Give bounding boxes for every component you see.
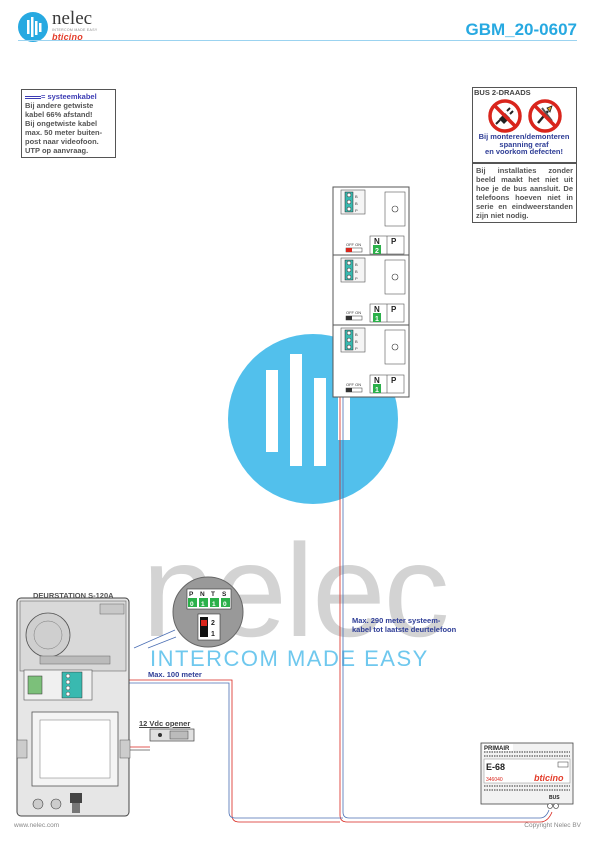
power-supply-model: E-68 [486,762,505,772]
brand-tagline: INTERCOM MADE EASY [52,28,98,32]
footer-copyright: Copyright Nelec BV [524,822,581,829]
phone-terminal-label: B [355,339,358,344]
bus-warning-text: Bij monteren/demonteren spanning eraf en… [478,132,570,156]
phone-switch-label: OFF ON [346,382,361,387]
power-supply-bus-label: BUS [549,795,560,801]
opener-label: 12 Vdc opener [139,719,191,728]
config-value: 0 [223,601,227,608]
header-divider [18,40,577,41]
power-supply-primary-label: PRIMAIR [484,746,510,752]
config-switch-value: 2 [211,620,215,627]
phone-terminal-label: B [355,201,358,206]
phone-p-label: P [391,305,397,314]
phone-p-label: P [391,376,397,385]
config-header: S [222,591,227,598]
phone-terminal-label: B [355,269,358,274]
phone-terminal-label: P [355,346,358,351]
door-station [16,597,131,817]
footer-website: www.nelec.com [14,822,60,829]
phone-n-label: N [374,305,380,314]
no-tools-icon [528,99,562,133]
phone-switch-label: OFF ON [346,242,361,247]
phone-n-value: 2 [375,248,379,255]
max-290-label: Max. 290 meter systeem- kabel tot laatst… [352,616,457,634]
video-phone-2: B B P OFF ON N P 1 [332,254,410,326]
power-supply-code: 346040 [486,777,503,783]
config-value: 1 [212,601,216,608]
cable-note-line: UTP op aanvraag. [25,146,89,155]
power-supply-brand: bticino [534,773,564,783]
bus-title: BUS 2-DRAADS [474,88,531,97]
video-phone-1: B B P OFF ON N P 2 [332,186,410,256]
phone-terminal-label: P [355,276,358,281]
phone-p-label: P [391,237,397,246]
max-100-label: Max. 100 meter [148,670,202,679]
door-station-label: DEURSTATION S-120A [33,591,114,600]
partner-brand: bticino [52,32,83,42]
cable-note-line: Bij andere getwiste [25,101,94,110]
phone-terminal-label: B [355,262,358,267]
cable-note-line: max. 50 meter buiten- [25,128,103,137]
no-plug-icon [488,99,522,133]
power-supply: PRIMAIR E-68 346040 bticino BUS [480,742,574,809]
nelec-logo [18,12,48,42]
cable-note-title: = systeemkabel [25,92,112,101]
phone-n-value: 1 [375,316,379,323]
config-value: 0 [190,601,194,608]
cable-note-line: kabel 66% afstand! [25,110,93,119]
installation-note: Bij installaties zonder beeld maakt het … [472,163,577,223]
watermark-tagline: INTERCOM MADE EASY [150,646,429,671]
phone-n-label: N [374,237,380,246]
config-header: N [200,591,205,598]
system-cable-symbol [25,95,41,99]
phone-terminal-label: B [355,332,358,337]
config-header: P [189,591,194,598]
brand-word: nelec [52,8,93,29]
config-switch-value: 1 [211,631,215,638]
config-value: 1 [201,601,205,608]
cable-note: = systeemkabel Bij andere getwiste kabel… [21,89,116,158]
door-opener [149,728,195,742]
phone-terminal-label: B [355,194,358,199]
phone-terminal-label: P [355,208,358,213]
cable-note-line: Bij ongetwiste kabel [25,119,98,128]
phone-n-value: 1 [375,387,379,394]
config-module: P N T S 0 1 1 0 2 1 [172,576,244,648]
phone-switch-label: OFF ON [346,310,361,315]
config-header: T [211,591,215,598]
document-code: GBM_20-0607 [465,20,577,39]
phone-n-label: N [374,376,380,385]
video-phone-3: B B P OFF ON N P 1 [332,324,410,398]
cable-note-line: post naar videofoon. [25,137,99,146]
bus-warning-box [472,87,577,163]
